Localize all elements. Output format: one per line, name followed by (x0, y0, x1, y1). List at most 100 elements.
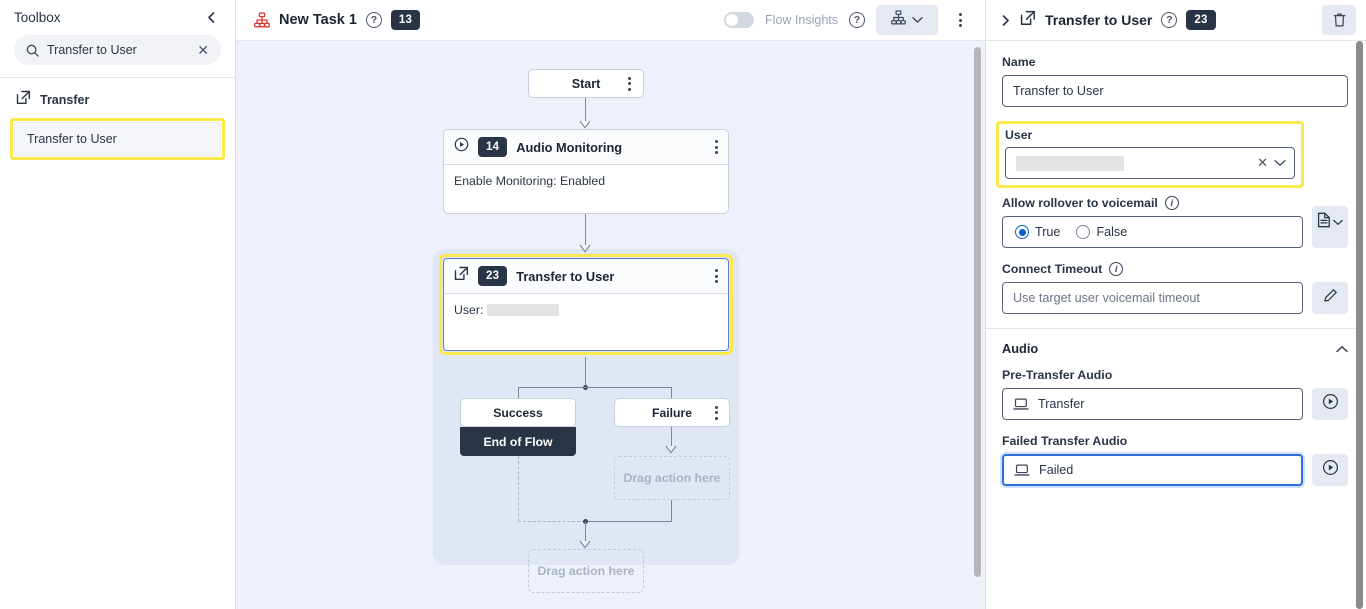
panel-badge: 23 (1186, 10, 1216, 30)
flow-node-end-of-flow[interactable]: End of Flow (460, 427, 576, 456)
toolbox-title: Toolbox (14, 10, 61, 25)
arrow-icon (579, 120, 591, 129)
edge-start-to-audio (585, 98, 587, 122)
panel-scrollbar[interactable] (1356, 41, 1363, 609)
flow-node-start[interactable]: Start (528, 69, 644, 98)
laptop-icon (1014, 464, 1030, 477)
toolbox-header: Toolbox (0, 0, 235, 35)
kebab-menu-icon[interactable] (949, 7, 971, 33)
user-side-button-wrap (1312, 206, 1348, 238)
dropzone-bottom[interactable]: Drag action here (528, 549, 644, 593)
kebab-menu-icon[interactable] (715, 269, 718, 283)
search-icon (26, 44, 39, 57)
pre-transfer-audio-row: Transfer (1002, 388, 1348, 420)
edge-success-dashed (518, 456, 519, 521)
rollover-radio-group[interactable]: True False (1002, 216, 1303, 248)
connect-timeout-row: Use target user voicemail timeout (1002, 282, 1348, 314)
node-title: Failure (652, 405, 692, 420)
external-link-icon (454, 266, 469, 286)
canvas-toolbar: New Task 1 ? 13 Flow Insights ? (236, 0, 985, 41)
properties-panel-header: Transfer to User ? 23 (986, 0, 1366, 41)
pre-transfer-audio-play-button[interactable] (1312, 388, 1348, 420)
delete-button[interactable] (1322, 5, 1356, 35)
close-icon[interactable]: ✕ (1257, 155, 1268, 170)
canvas-scrollbar[interactable] (974, 47, 981, 577)
chevron-down-icon (912, 11, 923, 29)
edge-failure-merge (671, 500, 673, 522)
external-link-icon (16, 90, 31, 110)
laptop-icon (1013, 398, 1029, 411)
sitemap-icon (254, 12, 270, 28)
edge-merge-down (585, 521, 587, 547)
toolbox-item-transfer-to-user[interactable]: Transfer to User (14, 122, 221, 156)
node-title: Audio Monitoring (516, 139, 623, 155)
search-box[interactable]: Transfer to User ✕ (14, 35, 221, 65)
pre-transfer-audio-input[interactable]: Transfer (1002, 388, 1303, 420)
radio-option-false[interactable]: False (1076, 225, 1127, 239)
radio-label: False (1096, 225, 1128, 239)
connect-timeout-input[interactable]: Use target user voicemail timeout (1002, 282, 1303, 314)
node-badge: 14 (478, 137, 508, 157)
dropzone-failure[interactable]: Drag action here (614, 456, 730, 500)
user-document-button[interactable] (1312, 206, 1348, 238)
node-body: User: (444, 294, 728, 326)
field-pre-transfer-audio: Pre-Transfer Audio Transfer (1002, 368, 1348, 420)
toolbox-group-label: Transfer (40, 93, 90, 107)
question-circle-icon[interactable]: ? (1161, 12, 1178, 28)
question-circle-icon[interactable]: ? (365, 12, 382, 28)
field-name: Name Transfer to User (1002, 55, 1348, 107)
user-select[interactable]: ✕ (1005, 147, 1295, 179)
flow-node-success[interactable]: Success (460, 398, 576, 427)
failed-transfer-audio-input[interactable]: Failed (1002, 454, 1303, 486)
toolbox-search-wrap: Transfer to User ✕ (0, 35, 235, 65)
edge-merge-horizontal (585, 521, 672, 523)
node-title: Success (493, 405, 543, 420)
info-circle-icon[interactable]: i (1164, 196, 1179, 210)
field-failed-transfer-audio: Failed Transfer Audio Failed (1002, 434, 1348, 486)
flow-insights-help-icon[interactable]: ? (849, 12, 865, 28)
play-circle-icon (1322, 393, 1339, 415)
name-input[interactable]: Transfer to User (1002, 75, 1348, 107)
panel-title: Transfer to User (1045, 12, 1153, 28)
edge-branch-horizontal (518, 387, 672, 389)
field-rollover: Allow rollover to voicemail i True False (1002, 196, 1348, 248)
field-label-user: User (1005, 128, 1033, 142)
node-header: 23 Transfer to User (444, 259, 728, 294)
flow-node-transfer-to-user[interactable]: 23 Transfer to User User: (443, 258, 729, 351)
chevron-down-icon[interactable] (1272, 159, 1286, 167)
view-mode-select[interactable] (876, 5, 938, 35)
play-circle-icon (454, 137, 469, 157)
field-label-rollover: Allow rollover to voicemail i (1002, 196, 1348, 210)
node-header: 14 Audio Monitoring (444, 130, 728, 165)
chevron-right-icon[interactable] (1000, 14, 1011, 27)
canvas-toolbar-right: Flow Insights ? (724, 5, 971, 35)
properties-form: Name Transfer to User User ✕ (986, 41, 1366, 486)
properties-panel-body: Name Transfer to User User ✕ (986, 41, 1366, 609)
canvas-toolbar-left: New Task 1 ? 13 (254, 10, 421, 30)
flow-node-transfer-highlight: 23 Transfer to User User: (439, 254, 733, 355)
chevron-up-icon[interactable] (1336, 345, 1348, 353)
node-body: Enable Monitoring: Enabled (454, 174, 606, 188)
failed-transfer-audio-row: Failed (1002, 454, 1348, 486)
flow-canvas[interactable]: Start 14 Audio Monitoring Enable Monitor… (236, 41, 985, 609)
close-icon[interactable]: ✕ (197, 42, 209, 58)
connect-timeout-edit-button[interactable] (1312, 282, 1348, 314)
flow-node-audio-monitoring[interactable]: 14 Audio Monitoring Enable Monitoring: E… (443, 129, 729, 214)
failed-transfer-audio-play-button[interactable] (1312, 454, 1348, 486)
toolbox-group-transfer: Transfer (0, 78, 235, 118)
kebab-menu-icon[interactable] (715, 140, 718, 154)
kebab-menu-icon[interactable] (628, 76, 631, 91)
task-badge: 13 (390, 10, 421, 30)
info-circle-icon[interactable]: i (1109, 262, 1124, 276)
search-input[interactable]: Transfer to User (47, 43, 137, 57)
chevron-left-icon[interactable] (201, 8, 221, 28)
flow-insights-toggle[interactable] (724, 12, 755, 28)
section-header-audio[interactable]: Audio (1002, 329, 1348, 368)
edge-branch-right (671, 387, 673, 399)
flow-node-failure[interactable]: Failure (614, 398, 730, 427)
flow-insights-label: Flow Insights (765, 13, 838, 27)
page-title: New Task 1 (279, 12, 357, 28)
radio-option-true[interactable]: True (1015, 225, 1060, 239)
kebab-menu-icon[interactable] (715, 405, 718, 420)
